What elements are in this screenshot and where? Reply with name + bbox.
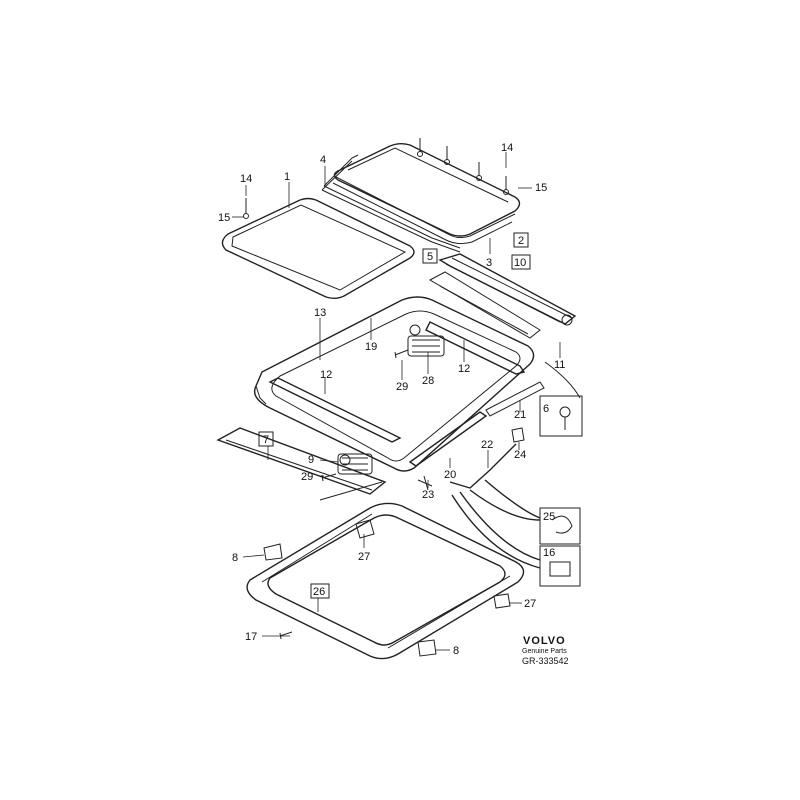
box-frame-7 bbox=[258, 431, 274, 447]
detail-box-25 bbox=[539, 507, 581, 545]
callout-1: 1 bbox=[284, 171, 290, 183]
upper-drive-motor bbox=[407, 324, 445, 357]
callout-29-lower: 29 bbox=[301, 471, 313, 483]
callout-22: 22 bbox=[481, 439, 493, 451]
hose-connector-23 bbox=[417, 475, 433, 491]
callout-4: 4 bbox=[320, 154, 326, 166]
drive-rail-left bbox=[408, 411, 488, 467]
detail-arrow-25a bbox=[484, 479, 541, 519]
detail-arrow-16b bbox=[451, 494, 541, 569]
guide-rails bbox=[268, 321, 526, 443]
front-deflector bbox=[216, 427, 387, 501]
drive-rail-right bbox=[485, 381, 545, 417]
callout-2: 2 bbox=[518, 235, 524, 247]
box-frame-5 bbox=[422, 248, 438, 264]
outer-frame-seal bbox=[253, 296, 535, 472]
hose-clip-24 bbox=[511, 427, 525, 443]
clip-8-lower bbox=[417, 639, 437, 657]
top-fastener-screws bbox=[243, 138, 509, 219]
callout-12-right: 12 bbox=[458, 363, 470, 375]
detail-arrow-6 bbox=[544, 361, 581, 399]
callout-12-left: 12 bbox=[320, 369, 332, 381]
box-frame-26 bbox=[310, 583, 330, 599]
box-frame-2 bbox=[513, 232, 529, 248]
callout-29-upper: 29 bbox=[396, 381, 408, 393]
glass-panel bbox=[332, 143, 521, 245]
callout-27-lower: 27 bbox=[524, 598, 536, 610]
sunroof-lower-frame bbox=[246, 502, 525, 660]
callout-14-right: 14 bbox=[501, 142, 513, 154]
callout-11: 11 bbox=[554, 359, 565, 371]
detail-arrow-25b bbox=[469, 489, 541, 521]
callout-26: 26 bbox=[313, 586, 325, 598]
callout-6: 6 bbox=[543, 403, 549, 415]
frame-seal-lead bbox=[255, 385, 267, 405]
screw-17 bbox=[279, 631, 293, 640]
drain-hose bbox=[449, 443, 517, 489]
callout-9: 9 bbox=[308, 454, 314, 466]
callout-15-left: 15 bbox=[218, 212, 230, 224]
detail-box-16 bbox=[539, 545, 581, 587]
callout-20: 20 bbox=[444, 469, 456, 481]
detail-arrow-16 bbox=[459, 491, 541, 561]
leader-lines bbox=[232, 152, 561, 651]
callout-17: 17 bbox=[245, 631, 257, 643]
callout-16: 16 bbox=[543, 547, 555, 559]
glass-seal-strip bbox=[321, 154, 461, 253]
bracket-27-lower bbox=[493, 593, 511, 609]
clip-8-upper bbox=[263, 543, 283, 561]
volvo-logo-block: VOLVO Genuine Parts GR-333542 bbox=[522, 635, 569, 666]
callout-14-left: 14 bbox=[240, 173, 252, 185]
callout-25: 25 bbox=[543, 511, 555, 523]
callout-3: 3 bbox=[486, 257, 492, 269]
diagram-code: GR-333542 bbox=[522, 656, 569, 666]
callout-13: 13 bbox=[314, 307, 326, 319]
callout-8-upper: 8 bbox=[232, 552, 238, 564]
callout-10: 10 bbox=[514, 257, 526, 269]
motor-screw-upper bbox=[394, 349, 409, 359]
genuine-parts-tagline: Genuine Parts bbox=[522, 648, 567, 655]
callout-7: 7 bbox=[263, 434, 269, 446]
callout-24: 24 bbox=[514, 449, 526, 461]
sun-curtain-panel bbox=[221, 197, 415, 299]
callout-23: 23 bbox=[422, 489, 434, 501]
callout-19: 19 bbox=[365, 341, 377, 353]
callout-15-right: 15 bbox=[535, 182, 547, 194]
bracket-27-upper bbox=[355, 519, 375, 539]
detail-box-6 bbox=[539, 395, 583, 437]
callout-5: 5 bbox=[427, 251, 433, 263]
brand-logo: VOLVO bbox=[523, 635, 566, 647]
callout-21: 21 bbox=[514, 409, 526, 421]
callout-8-lower: 8 bbox=[453, 645, 459, 657]
callout-28: 28 bbox=[422, 375, 434, 387]
inner-frame-seal bbox=[271, 310, 521, 462]
callout-27-upper: 27 bbox=[358, 551, 370, 563]
box-frame-10 bbox=[511, 254, 531, 270]
rear-rail-assembly bbox=[428, 253, 577, 339]
